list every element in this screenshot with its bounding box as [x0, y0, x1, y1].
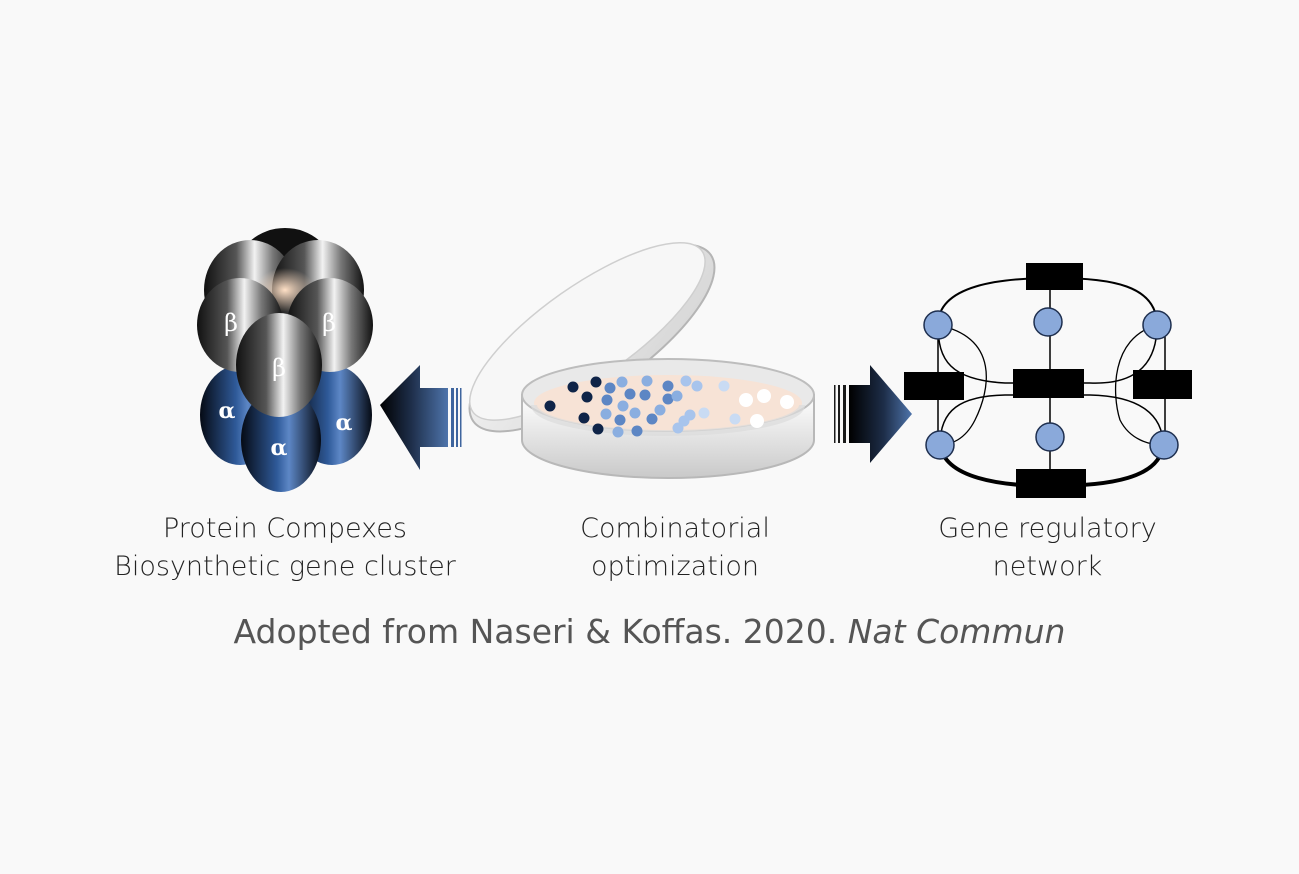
- regulator-box-right: [1133, 370, 1192, 399]
- colony: [639, 389, 651, 401]
- alpha-label-center: α: [271, 435, 288, 461]
- beta-label-right: β: [322, 309, 336, 337]
- dish-caption: Combinatorial optimization: [520, 510, 830, 586]
- colony: [718, 380, 730, 392]
- left-arrow-icon: [380, 365, 462, 470]
- colony: [612, 426, 624, 438]
- protein-caption-line2: Biosynthetic gene cluster: [114, 551, 456, 582]
- regulator-box-left: [904, 372, 964, 400]
- bacterial-colonies: [544, 375, 794, 438]
- colony: [567, 381, 579, 393]
- gene-node-bottom-right: [1149, 430, 1179, 460]
- colony: [631, 425, 643, 437]
- source-credit: Adopted from Naseri & Koffas. 2020. Nat …: [0, 610, 1299, 654]
- colony: [600, 408, 612, 420]
- colony: [678, 415, 690, 427]
- network-regulator-boxes: [904, 263, 1192, 498]
- alpha-label-right: α: [336, 410, 353, 436]
- protein-complex-caption: Protein Compexes Biosynthetic gene clust…: [70, 510, 500, 586]
- colony: [680, 375, 692, 387]
- colony: [662, 393, 674, 405]
- gene-node-bottom-center: [1035, 422, 1065, 452]
- colony: [592, 423, 604, 435]
- colony: [617, 400, 629, 412]
- network-gene-nodes: [923, 307, 1179, 460]
- gene-node-top-right: [1142, 310, 1172, 340]
- colony: [691, 380, 703, 392]
- colony: [739, 393, 753, 407]
- credit-text: Adopted from Naseri & Koffas. 2020.: [233, 612, 838, 651]
- colony: [604, 382, 616, 394]
- alpha-subunit-center: [241, 388, 321, 492]
- colony: [750, 414, 764, 428]
- network-caption: Gene regulatory network: [900, 510, 1195, 586]
- colony: [601, 394, 613, 406]
- colony: [729, 413, 741, 425]
- beta-label-center: β: [272, 354, 286, 382]
- right-arrow-icon: [834, 365, 912, 463]
- colony: [578, 412, 590, 424]
- regulator-box-center: [1013, 369, 1084, 398]
- gene-node-top-center: [1033, 307, 1063, 337]
- colony: [581, 391, 593, 403]
- credit-journal: Nat Commun: [847, 612, 1066, 651]
- petri-dish: [468, 241, 815, 479]
- beta-subunit-center: [236, 313, 322, 417]
- beta-label-left: β: [224, 309, 238, 337]
- gene-node-top-left: [923, 310, 953, 340]
- colony: [654, 404, 666, 416]
- colony: [757, 389, 771, 403]
- colony: [671, 390, 683, 402]
- colony: [641, 375, 653, 387]
- colony: [614, 414, 626, 426]
- protein-complex: β β β α α α: [197, 228, 373, 492]
- colony: [590, 376, 602, 388]
- alpha-label-left: α: [219, 398, 236, 424]
- colony: [624, 388, 636, 400]
- colony: [662, 380, 674, 392]
- regulator-box-top: [1026, 263, 1083, 290]
- colony: [616, 376, 628, 388]
- colony: [698, 407, 710, 419]
- regulator-box-bottom: [1016, 469, 1086, 498]
- colony: [646, 413, 658, 425]
- network-caption-line2: network: [992, 551, 1103, 582]
- dish-caption-line2: optimization: [591, 551, 759, 582]
- colony: [780, 395, 794, 409]
- colony: [629, 407, 641, 419]
- dish-caption-line1: Combinatorial: [580, 513, 770, 544]
- colony: [544, 400, 556, 412]
- gene-node-bottom-left: [925, 430, 955, 460]
- network-caption-line1: Gene regulatory: [938, 513, 1157, 544]
- protein-caption-line1: Protein Compexes: [162, 513, 407, 544]
